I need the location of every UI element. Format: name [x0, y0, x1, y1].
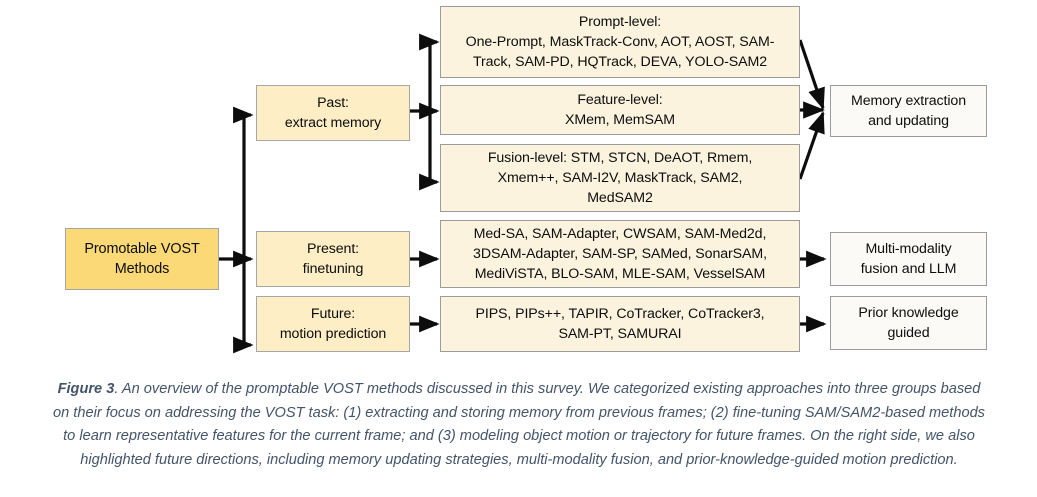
node-methods-motion-prediction[interactable]: PIPS, PIPs++, TAPIR, CoTracker, CoTracke…: [440, 296, 800, 352]
node-label: Multi-modality fusion and LLM: [860, 240, 957, 277]
figure-caption: Figure 3. An overview of the promptable …: [52, 378, 986, 473]
node-methods-finetuning[interactable]: Med-SA, SAM-Adapter, CWSAM, SAM-Med2d, 3…: [440, 220, 800, 288]
node-methods-prompt-level[interactable]: Prompt-level: One-Prompt, MaskTrack-Conv…: [440, 6, 800, 78]
node-label: Present: finetuning: [302, 240, 364, 277]
node-label: Fusion-level: STM, STCN, DeAOT, Rmem, Xm…: [487, 149, 753, 207]
node-direction-multi-modality[interactable]: Multi-modality fusion and LLM: [830, 232, 987, 286]
node-label: Promotable VOST Methods: [84, 240, 200, 277]
node-label: Feature-level: XMem, MemSAM: [565, 91, 675, 128]
node-stage-past[interactable]: Past: extract memory: [256, 85, 410, 141]
node-stage-future[interactable]: Future: motion prediction: [256, 296, 410, 352]
node-label: Prior knowledge guided: [858, 304, 959, 341]
node-stage-present[interactable]: Present: finetuning: [256, 231, 410, 287]
node-methods-fusion-level[interactable]: Fusion-level: STM, STCN, DeAOT, Rmem, Xm…: [440, 144, 800, 212]
node-direction-memory-extraction[interactable]: Memory extraction and updating: [830, 85, 987, 137]
node-label: PIPS, PIPs++, TAPIR, CoTracker, CoTracke…: [475, 305, 765, 342]
node-promotable-vost-methods[interactable]: Promotable VOST Methods: [65, 228, 219, 290]
node-label: Past: extract memory: [284, 94, 382, 131]
arrow-prompt-to-memory: [798, 39, 825, 110]
flowchart-diagram: Promotable VOST Methods Past: extract me…: [65, 6, 987, 354]
figure-caption-label: Figure 3: [57, 381, 115, 397]
figure-caption-text: . An overview of the promptable VOST met…: [53, 381, 985, 468]
node-label: Prompt-level: One-Prompt, MaskTrack-Conv…: [465, 13, 775, 71]
node-label: Future: motion prediction: [279, 305, 387, 342]
node-direction-prior-knowledge[interactable]: Prior knowledge guided: [830, 296, 987, 350]
node-methods-feature-level[interactable]: Feature-level: XMem, MemSAM: [440, 85, 800, 135]
node-label: Memory extraction and updating: [851, 92, 966, 129]
node-label: Med-SA, SAM-Adapter, CWSAM, SAM-Med2d, 3…: [473, 225, 767, 283]
arrow-fusion-to-memory: [798, 111, 825, 180]
